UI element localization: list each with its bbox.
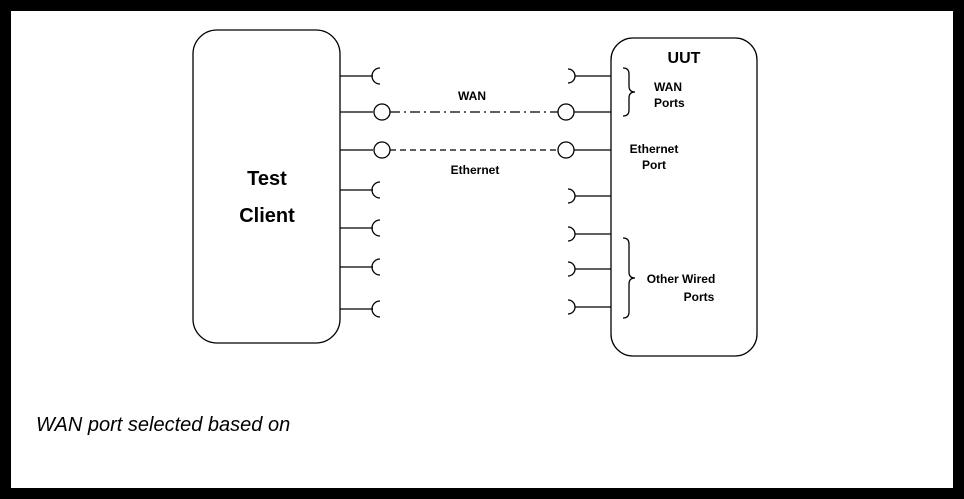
client-port-3 <box>340 141 391 159</box>
uut-box <box>610 37 758 357</box>
other-ports-brace <box>622 237 636 319</box>
wan-ports-label-line1: WAN <box>654 80 682 94</box>
ethernet-port-label-line1: Ethernet <box>630 142 679 156</box>
ethernet-link-label: Ethernet <box>451 163 500 177</box>
test-client-label-line1: Test <box>247 168 287 190</box>
ethernet-port-label-line2: Port <box>642 158 666 172</box>
client-port-4 <box>340 181 381 199</box>
client-port-7 <box>340 300 381 318</box>
uut-port-3 <box>557 141 611 159</box>
wan-link-label: WAN <box>458 89 486 103</box>
client-port-5 <box>340 219 381 237</box>
other-ports-label-line2: Ports <box>684 290 715 304</box>
uut-ports <box>557 68 611 315</box>
uut-label: UUT <box>668 50 701 67</box>
wan-ports-brace <box>622 67 636 117</box>
uut-port-7 <box>567 299 611 315</box>
caption: WAN port selected based on <box>36 414 290 436</box>
client-port-6 <box>340 258 381 276</box>
wan-ports-label-line2: Ports <box>654 96 685 110</box>
other-ports-label-line1: Other Wired <box>647 272 716 286</box>
uut-port-6 <box>567 261 611 277</box>
uut-port-5 <box>567 226 611 242</box>
uut-port-1 <box>567 68 611 84</box>
client-port-1 <box>340 67 381 85</box>
test-client-box <box>192 29 341 344</box>
client-port-2 <box>340 103 391 121</box>
uut-port-2 <box>557 103 611 121</box>
uut-port-4 <box>567 188 611 204</box>
test-client-label-line2: Client <box>239 205 295 227</box>
client-ports <box>340 67 391 318</box>
